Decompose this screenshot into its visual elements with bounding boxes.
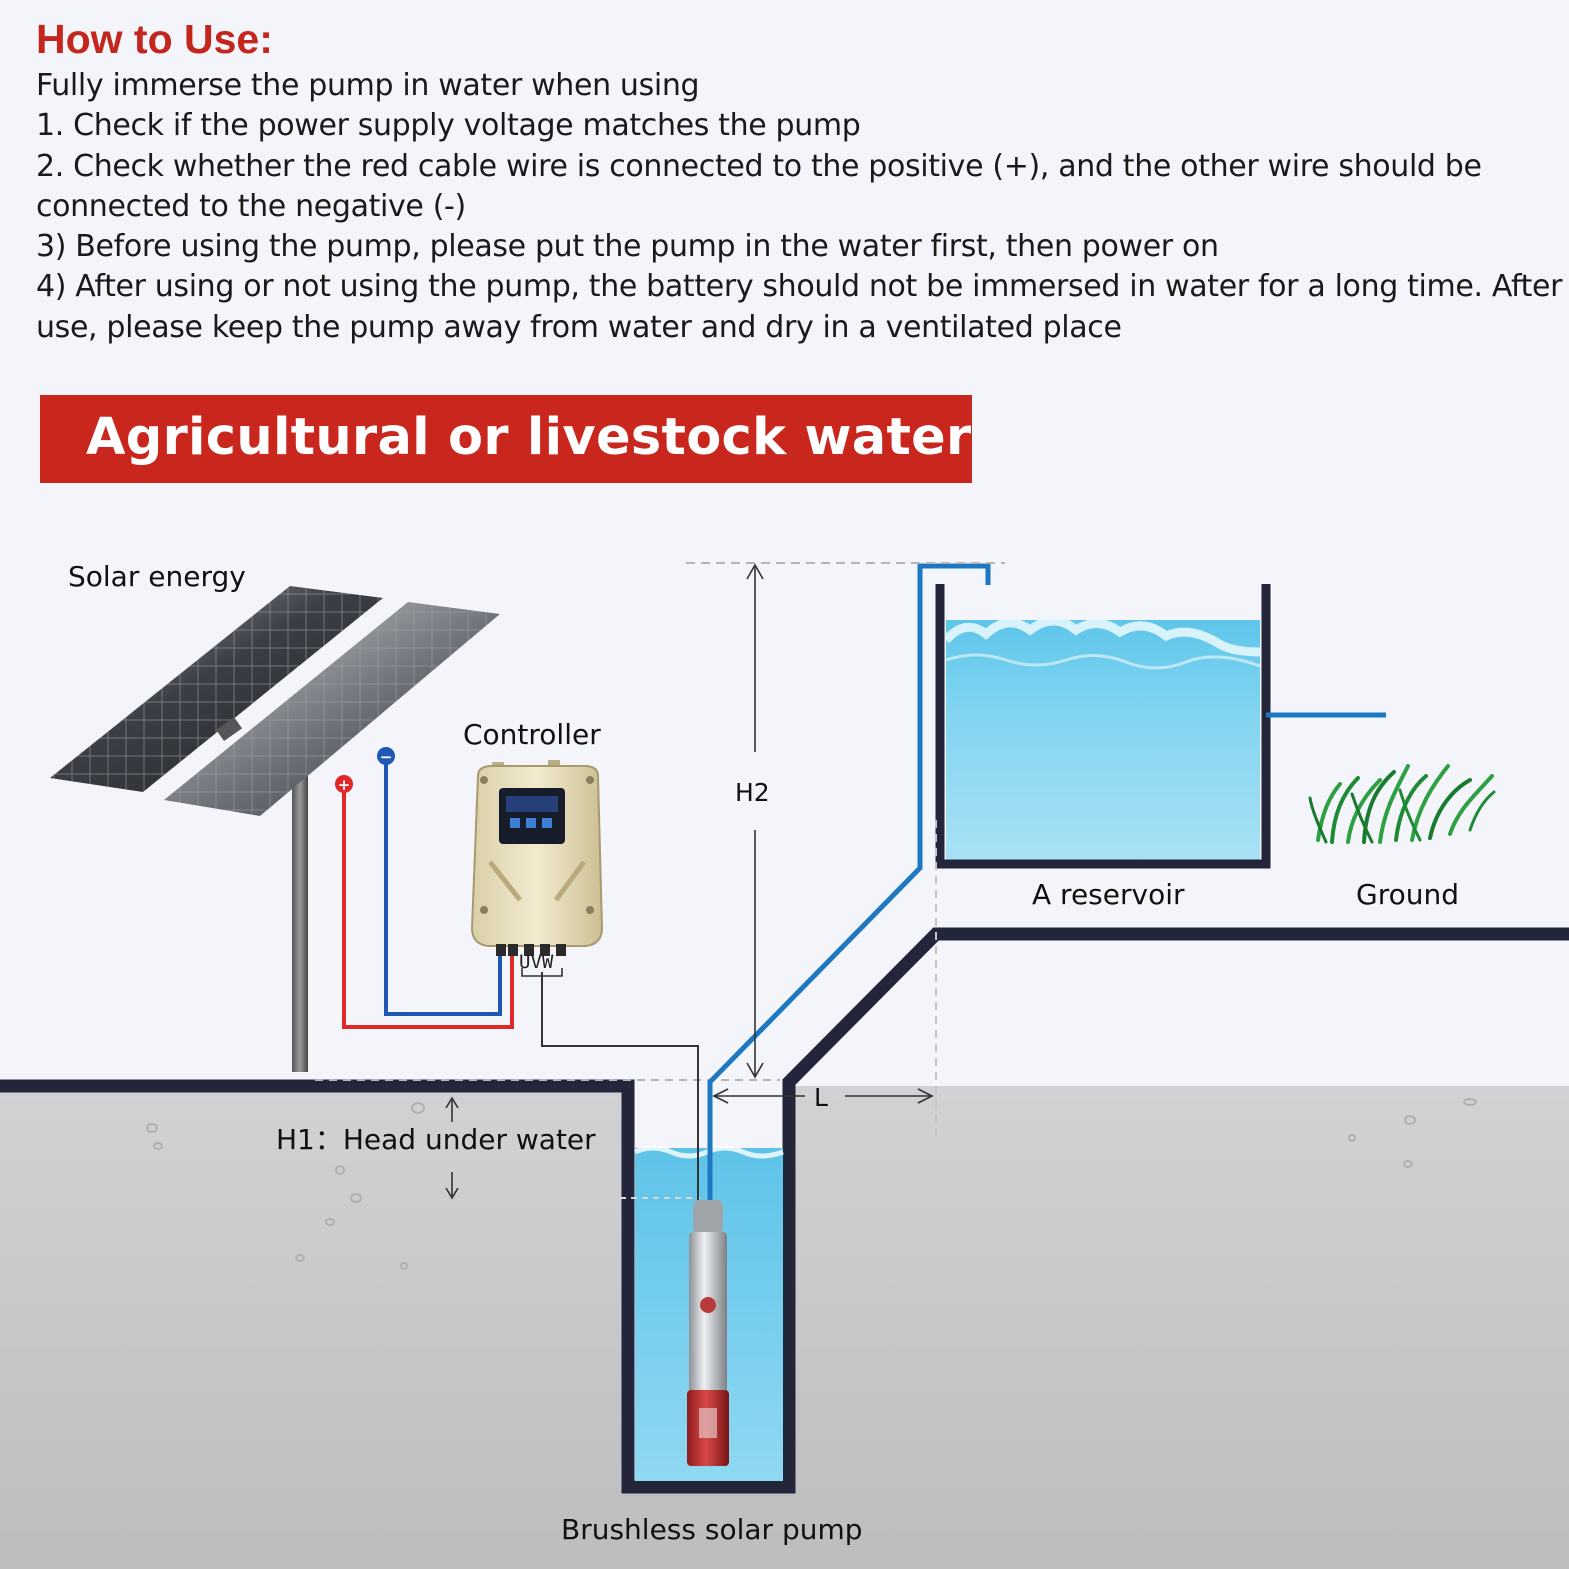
reservoir-wall (935, 584, 1271, 869)
panel-pole (292, 740, 308, 1072)
negative-symbol: − (380, 748, 393, 766)
instruction-line: 2. Check whether the red cable wire is c… (36, 148, 1482, 184)
pump-label: Brushless solar pump (561, 1513, 863, 1546)
positive-terminal (335, 775, 353, 793)
ground-fill (0, 1086, 1569, 1569)
instruction-line: 1. Check if the power supply voltage mat… (36, 108, 861, 144)
h2-measure (686, 562, 1005, 1079)
negative-wire (384, 762, 502, 1016)
h1-measure (445, 1096, 459, 1200)
pump (687, 1200, 729, 1466)
pump-cable (541, 972, 699, 1200)
positive-wire (342, 790, 514, 1029)
reservoir-label: A reservoir (1032, 878, 1185, 911)
positive-symbol: + (338, 776, 351, 794)
h2-label: H2 (735, 778, 770, 807)
decorative-bubbles (146, 1098, 1477, 1270)
l-label: L (814, 1083, 828, 1112)
ground-label: Ground (1356, 878, 1459, 911)
instructions: How to Use: Fully immerse the pump in wa… (36, 14, 1563, 348)
delivery-pipe (707, 563, 991, 1200)
h1-label: H1：Head under water (276, 1123, 596, 1156)
grass-icon (1308, 764, 1496, 844)
solar-energy-label: Solar energy (68, 560, 246, 593)
negative-terminal (377, 747, 395, 765)
banner-title: Agricultural or livestock water (86, 408, 972, 467)
controller-label: Controller (463, 718, 601, 751)
reservoir-water (946, 620, 1260, 860)
controller-wires: + − (335, 747, 699, 1200)
l-measure (712, 1088, 934, 1104)
ground-area (0, 927, 1569, 1569)
section-banner (40, 395, 972, 483)
instruction-line: Fully immerse the pump in water when usi… (36, 68, 700, 103)
reservoir (935, 584, 1386, 1140)
instruction-line: 4) After using or not using the pump, th… (36, 269, 1563, 305)
controller-terminals: UVW (519, 951, 554, 973)
solar-panels (50, 586, 500, 1072)
controller: UVW (470, 760, 604, 973)
how-to-use-title: How to Use: (36, 16, 273, 62)
instruction-line: connected to the negative (-) (36, 188, 466, 224)
instruction-line: 3) Before using the pump, please put the… (36, 229, 1219, 265)
instruction-line: use, please keep the pump away from wate… (36, 309, 1122, 345)
